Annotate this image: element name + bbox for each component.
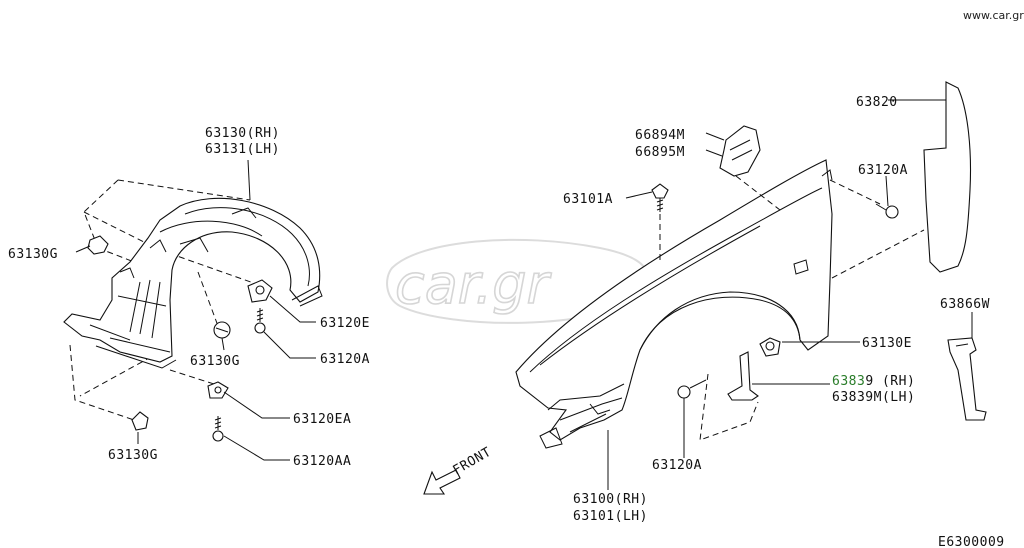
seal-63839 bbox=[727, 351, 759, 401]
fender-protector-drawing bbox=[63, 179, 323, 423]
label-63120A-left: 63120A bbox=[320, 352, 370, 367]
car-gr-watermark: car.gr bbox=[386, 238, 649, 324]
label-63839-rh-rest: 9 (RH) bbox=[865, 374, 915, 389]
front-fender-drawing bbox=[515, 159, 833, 449]
diagram-code: E6300009 bbox=[938, 535, 1005, 548]
bracket-66894M bbox=[719, 125, 761, 177]
label-63839-rh-highlight: 6383 bbox=[832, 374, 865, 389]
label-66895M: 66895M bbox=[635, 145, 685, 160]
screw-63120A-right-top bbox=[875, 203, 899, 219]
label-63131-lh: 63131(LH) bbox=[205, 142, 280, 157]
front-arrow-icon bbox=[423, 469, 461, 495]
watermark-site-text: www.car.gr bbox=[963, 9, 1024, 22]
screw-63120AA bbox=[212, 416, 224, 442]
nut-63120EA bbox=[207, 381, 229, 399]
label-63130-rh: 63130(RH) bbox=[205, 126, 280, 141]
clip-63130G-mid bbox=[213, 321, 231, 339]
label-63839-rh: 63839 (RH) bbox=[832, 374, 915, 389]
seal-63820 bbox=[923, 81, 972, 273]
clip-63130E bbox=[759, 337, 781, 357]
label-66894M: 66894M bbox=[635, 128, 685, 143]
screw-63120A-left bbox=[254, 308, 266, 334]
label-63101-lh: 63101(LH) bbox=[573, 509, 648, 524]
label-63120AA: 63120AA bbox=[293, 454, 351, 469]
clip-63130G-bottom bbox=[131, 411, 149, 431]
label-63130G-mid: 63130G bbox=[190, 354, 240, 369]
label-63130G-left: 63130G bbox=[8, 247, 58, 262]
label-63100-rh: 63100(RH) bbox=[573, 492, 648, 507]
bracket-63866W bbox=[947, 337, 987, 421]
label-63866W: 63866W bbox=[940, 297, 990, 312]
label-63839M-lh: 63839M(LH) bbox=[832, 390, 915, 405]
label-63130E: 63130E bbox=[862, 336, 912, 351]
label-63120EA: 63120EA bbox=[293, 412, 351, 427]
watermark-logo-text: car.gr bbox=[395, 253, 551, 316]
label-63820: 63820 bbox=[856, 95, 898, 110]
label-63130G-bottom: 63130G bbox=[108, 448, 158, 463]
front-label: FRONT bbox=[451, 445, 495, 479]
nut-63120E bbox=[247, 279, 273, 303]
screw-63120A-bottom bbox=[677, 379, 707, 399]
bolt-63101A bbox=[651, 183, 669, 212]
label-63120A-right-top: 63120A bbox=[858, 163, 908, 178]
label-63120A-bottom: 63120A bbox=[652, 458, 702, 473]
label-63120E: 63120E bbox=[320, 316, 370, 331]
clip-63130G-left bbox=[87, 235, 109, 255]
label-63101A: 63101A bbox=[563, 192, 613, 207]
